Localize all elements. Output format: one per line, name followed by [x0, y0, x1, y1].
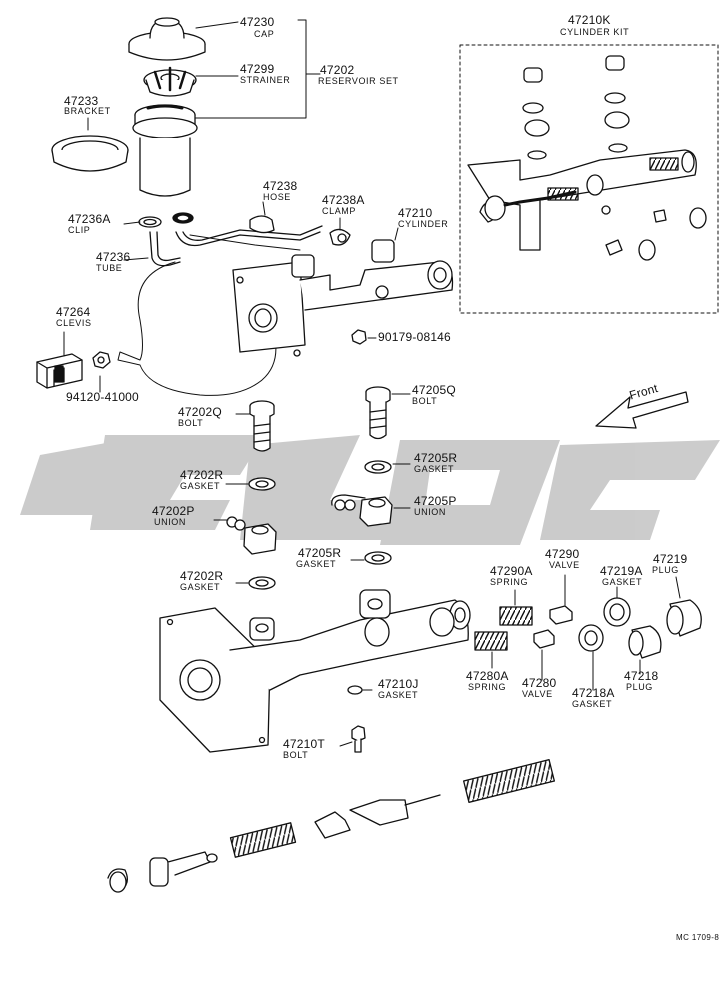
springs-and-valves — [474, 597, 702, 659]
label-47219-name: PLUG — [652, 565, 679, 575]
piston-assembly — [107, 759, 556, 893]
label-47233-number: 47233 — [64, 94, 99, 108]
reservoir-bracket — [51, 135, 129, 172]
label-47280A-name: SPRING — [468, 682, 507, 692]
label-47210T-number: 47210T — [283, 737, 325, 751]
catalog-code: MC 1709-8 — [676, 933, 720, 942]
label-47218A-number: 47218A — [572, 686, 615, 700]
banjo-bolt-47205Q — [365, 386, 391, 440]
hose-and-clamp — [249, 215, 351, 246]
label-47238A-name: CLAMP — [322, 206, 357, 216]
label-47205R-a-number: 47205R — [414, 451, 458, 465]
label-47202R-a-number: 47202R — [180, 468, 224, 482]
gasket-47210J — [347, 685, 363, 695]
lower-master-cylinder — [159, 589, 471, 753]
label-47210J-name: GASKET — [378, 690, 419, 700]
reservoir-clips — [138, 212, 194, 228]
label-94120-number: 94120-41000 — [66, 390, 139, 404]
hex-nut — [92, 351, 111, 369]
union-47205P — [331, 494, 393, 527]
label-47238A-number: 47238A — [322, 193, 365, 207]
leader-lines — [63, 19, 681, 747]
label-47236-name: TUBE — [96, 263, 123, 273]
label-47230-number: 47230 — [240, 15, 275, 29]
label-47230-name: CAP — [254, 29, 275, 39]
label-47205R-b-name: GASKET — [296, 559, 337, 569]
label-47205R-b-number: 47205R — [298, 546, 342, 560]
label-47210K-number: 47210K — [568, 13, 611, 27]
cylinder-kit-frame — [459, 44, 719, 314]
label-47280-name: VALVE — [522, 689, 553, 699]
label-47238-number: 47238 — [263, 179, 298, 193]
label-47205R-a-name: GASKET — [414, 464, 455, 474]
label-47264-name: CLEVIS — [56, 318, 92, 328]
label-47218-name: PLUG — [626, 682, 653, 692]
label-47280A-number: 47280A — [466, 669, 509, 683]
bolt-90179 — [351, 329, 367, 345]
label-47290-name: VALVE — [549, 560, 580, 570]
label-47236A-name: CLIP — [68, 225, 91, 235]
label-47205Q-number: 47205Q — [412, 383, 456, 397]
label-47219-number: 47219 — [653, 552, 688, 566]
label-47236-number: 47236 — [96, 250, 131, 264]
label-47218-number: 47218 — [624, 669, 659, 683]
front-direction-arrow — [595, 391, 689, 429]
label-47202Q-number: 47202Q — [178, 405, 222, 419]
label-47205P-name: UNION — [414, 507, 446, 517]
watermark-logo — [20, 435, 720, 545]
label-47210J-number: 47210J — [378, 677, 419, 691]
label-47210T-name: BOLT — [283, 750, 309, 760]
upper-master-cylinder — [232, 239, 454, 357]
label-47264-number: 47264 — [56, 305, 91, 319]
clevis — [36, 353, 83, 389]
label-47202-name: RESERVOIR SET — [318, 76, 399, 86]
label-47205P-number: 47205P — [414, 494, 457, 508]
label-47299-name: STRAINER — [240, 75, 291, 85]
label-47233-name: BRACKET — [64, 106, 111, 116]
reservoir-strainer — [143, 66, 197, 97]
label-90179-number: 90179-08146 — [378, 330, 451, 344]
union-47202P — [226, 516, 277, 555]
reservoir-body — [132, 104, 198, 197]
label-47202-number: 47202 — [320, 63, 355, 77]
label-47202R-b-name: GASKET — [180, 582, 221, 592]
label-47210-number: 47210 — [398, 206, 433, 220]
gaskets-middle — [248, 460, 392, 590]
label-47202P-name: UNION — [154, 517, 186, 527]
bolt-47210T — [351, 725, 366, 753]
label-47219A-number: 47219A — [600, 564, 643, 578]
label-47218A-name: GASKET — [572, 699, 613, 709]
label-47290-number: 47290 — [545, 547, 580, 561]
label-47219A-name: GASKET — [602, 577, 643, 587]
label-47280-number: 47280 — [522, 676, 557, 690]
reservoir-tube — [149, 225, 323, 267]
label-47210-name: CYLINDER — [398, 219, 449, 229]
label-47290A-number: 47290A — [490, 564, 533, 578]
label-47202P-number: 47202P — [152, 504, 195, 518]
label-47210K-name: CYLINDER KIT — [560, 27, 630, 37]
label-47238-name: HOSE — [263, 192, 291, 202]
label-47236A-number: 47236A — [68, 212, 111, 226]
reservoir-cap — [128, 17, 206, 61]
label-47202Q-name: BOLT — [178, 418, 204, 428]
label-47202R-b-number: 47202R — [180, 569, 224, 583]
cylinder-kit-parts — [467, 55, 707, 261]
label-47299-number: 47299 — [240, 62, 275, 76]
banjo-bolt-47202Q — [249, 400, 275, 452]
label-47205Q-name: BOLT — [412, 396, 438, 406]
label-47290A-name: SPRING — [490, 577, 529, 587]
label-47202R-a-name: GASKET — [180, 481, 221, 491]
brake-booster-outline — [117, 261, 277, 396]
